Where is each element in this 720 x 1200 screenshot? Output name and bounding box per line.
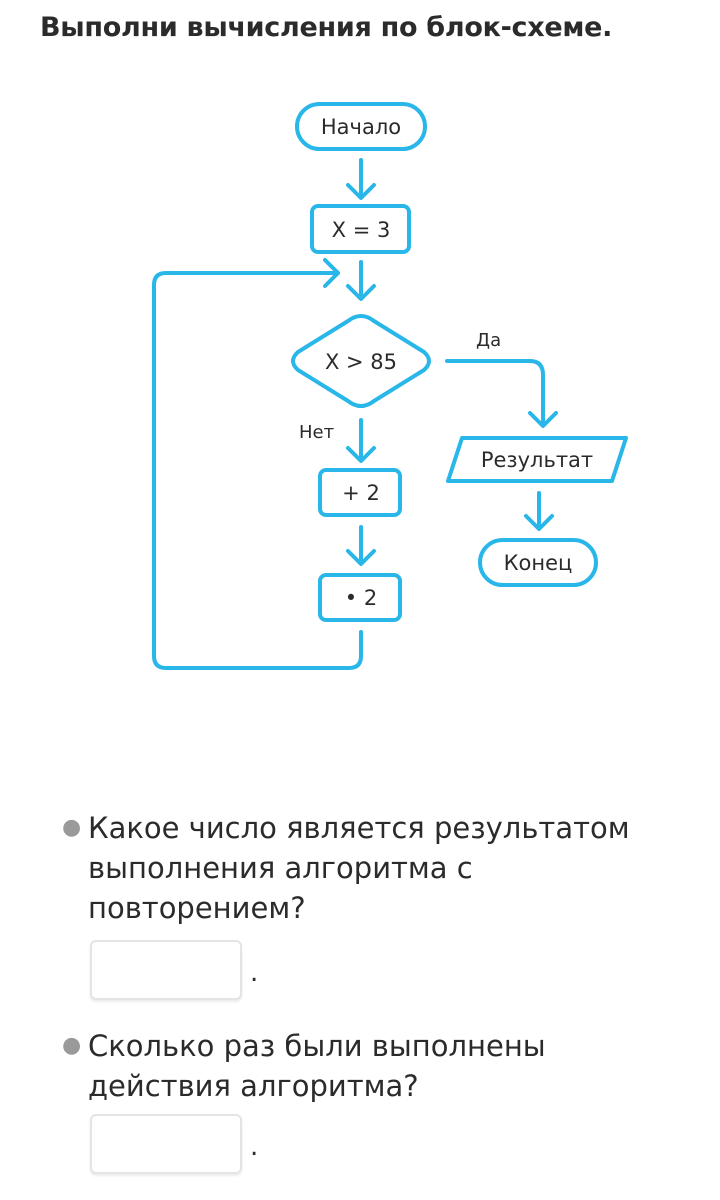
bullet-icon: ● <box>62 815 82 840</box>
flowchart-add-label: + 2 <box>342 481 380 505</box>
answer-input-1[interactable] <box>90 940 242 1000</box>
answer-row-2: . <box>90 1114 682 1184</box>
arrow-head <box>528 411 558 428</box>
flowchart-assign-label: X = 3 <box>332 218 391 242</box>
flowchart-yes-path <box>445 359 545 426</box>
arrow-head <box>323 258 340 288</box>
flowchart-multiply-label: • 2 <box>345 586 377 610</box>
flowchart-condition-label: X > 85 <box>325 350 397 374</box>
flowchart-no-label: Нет <box>299 422 334 443</box>
answer-row-1: . <box>90 940 682 1010</box>
arrow-head <box>346 284 376 301</box>
bullet-icon: ● <box>62 1033 82 1058</box>
arrow-head <box>346 549 376 566</box>
flowchart-add-shape <box>318 468 402 517</box>
question-2-text: Сколько раз были выполнены действия алго… <box>88 1029 546 1103</box>
flowchart-start-label: Начало <box>321 115 401 139</box>
flowchart-condition-shape <box>291 314 431 408</box>
arrow-head <box>346 183 376 200</box>
question-1-text: Какое число является результатом выполне… <box>88 811 630 925</box>
flowchart-yes-label: Да <box>476 330 501 351</box>
question-1: ● Какое число является результатом выпол… <box>62 808 682 1010</box>
flowchart-assign-shape <box>310 204 411 254</box>
flowchart-loop-path <box>152 271 363 670</box>
flowchart-start-shape <box>295 102 427 151</box>
flowchart-result-shape <box>446 436 628 483</box>
flowchart-multiply-shape <box>318 573 402 622</box>
answer-suffix-2: . <box>250 1132 259 1162</box>
flowchart-end-label: Конец <box>504 551 573 575</box>
flowchart-end-shape <box>478 538 598 587</box>
arrow-head <box>346 446 376 463</box>
flowchart: Начало X = 3 X > 85 Да Нет + 2 • 2 Резул… <box>152 102 628 670</box>
flowchart-result-label: Результат <box>481 448 593 472</box>
answer-input-2[interactable] <box>90 1114 242 1174</box>
arrow-head <box>524 514 554 531</box>
question-2: ● Сколько раз были выполнены действия ал… <box>62 1026 682 1184</box>
answer-suffix-1: . <box>250 958 259 988</box>
page-title: Выполни вычисления по блок-схеме. <box>40 12 613 43</box>
